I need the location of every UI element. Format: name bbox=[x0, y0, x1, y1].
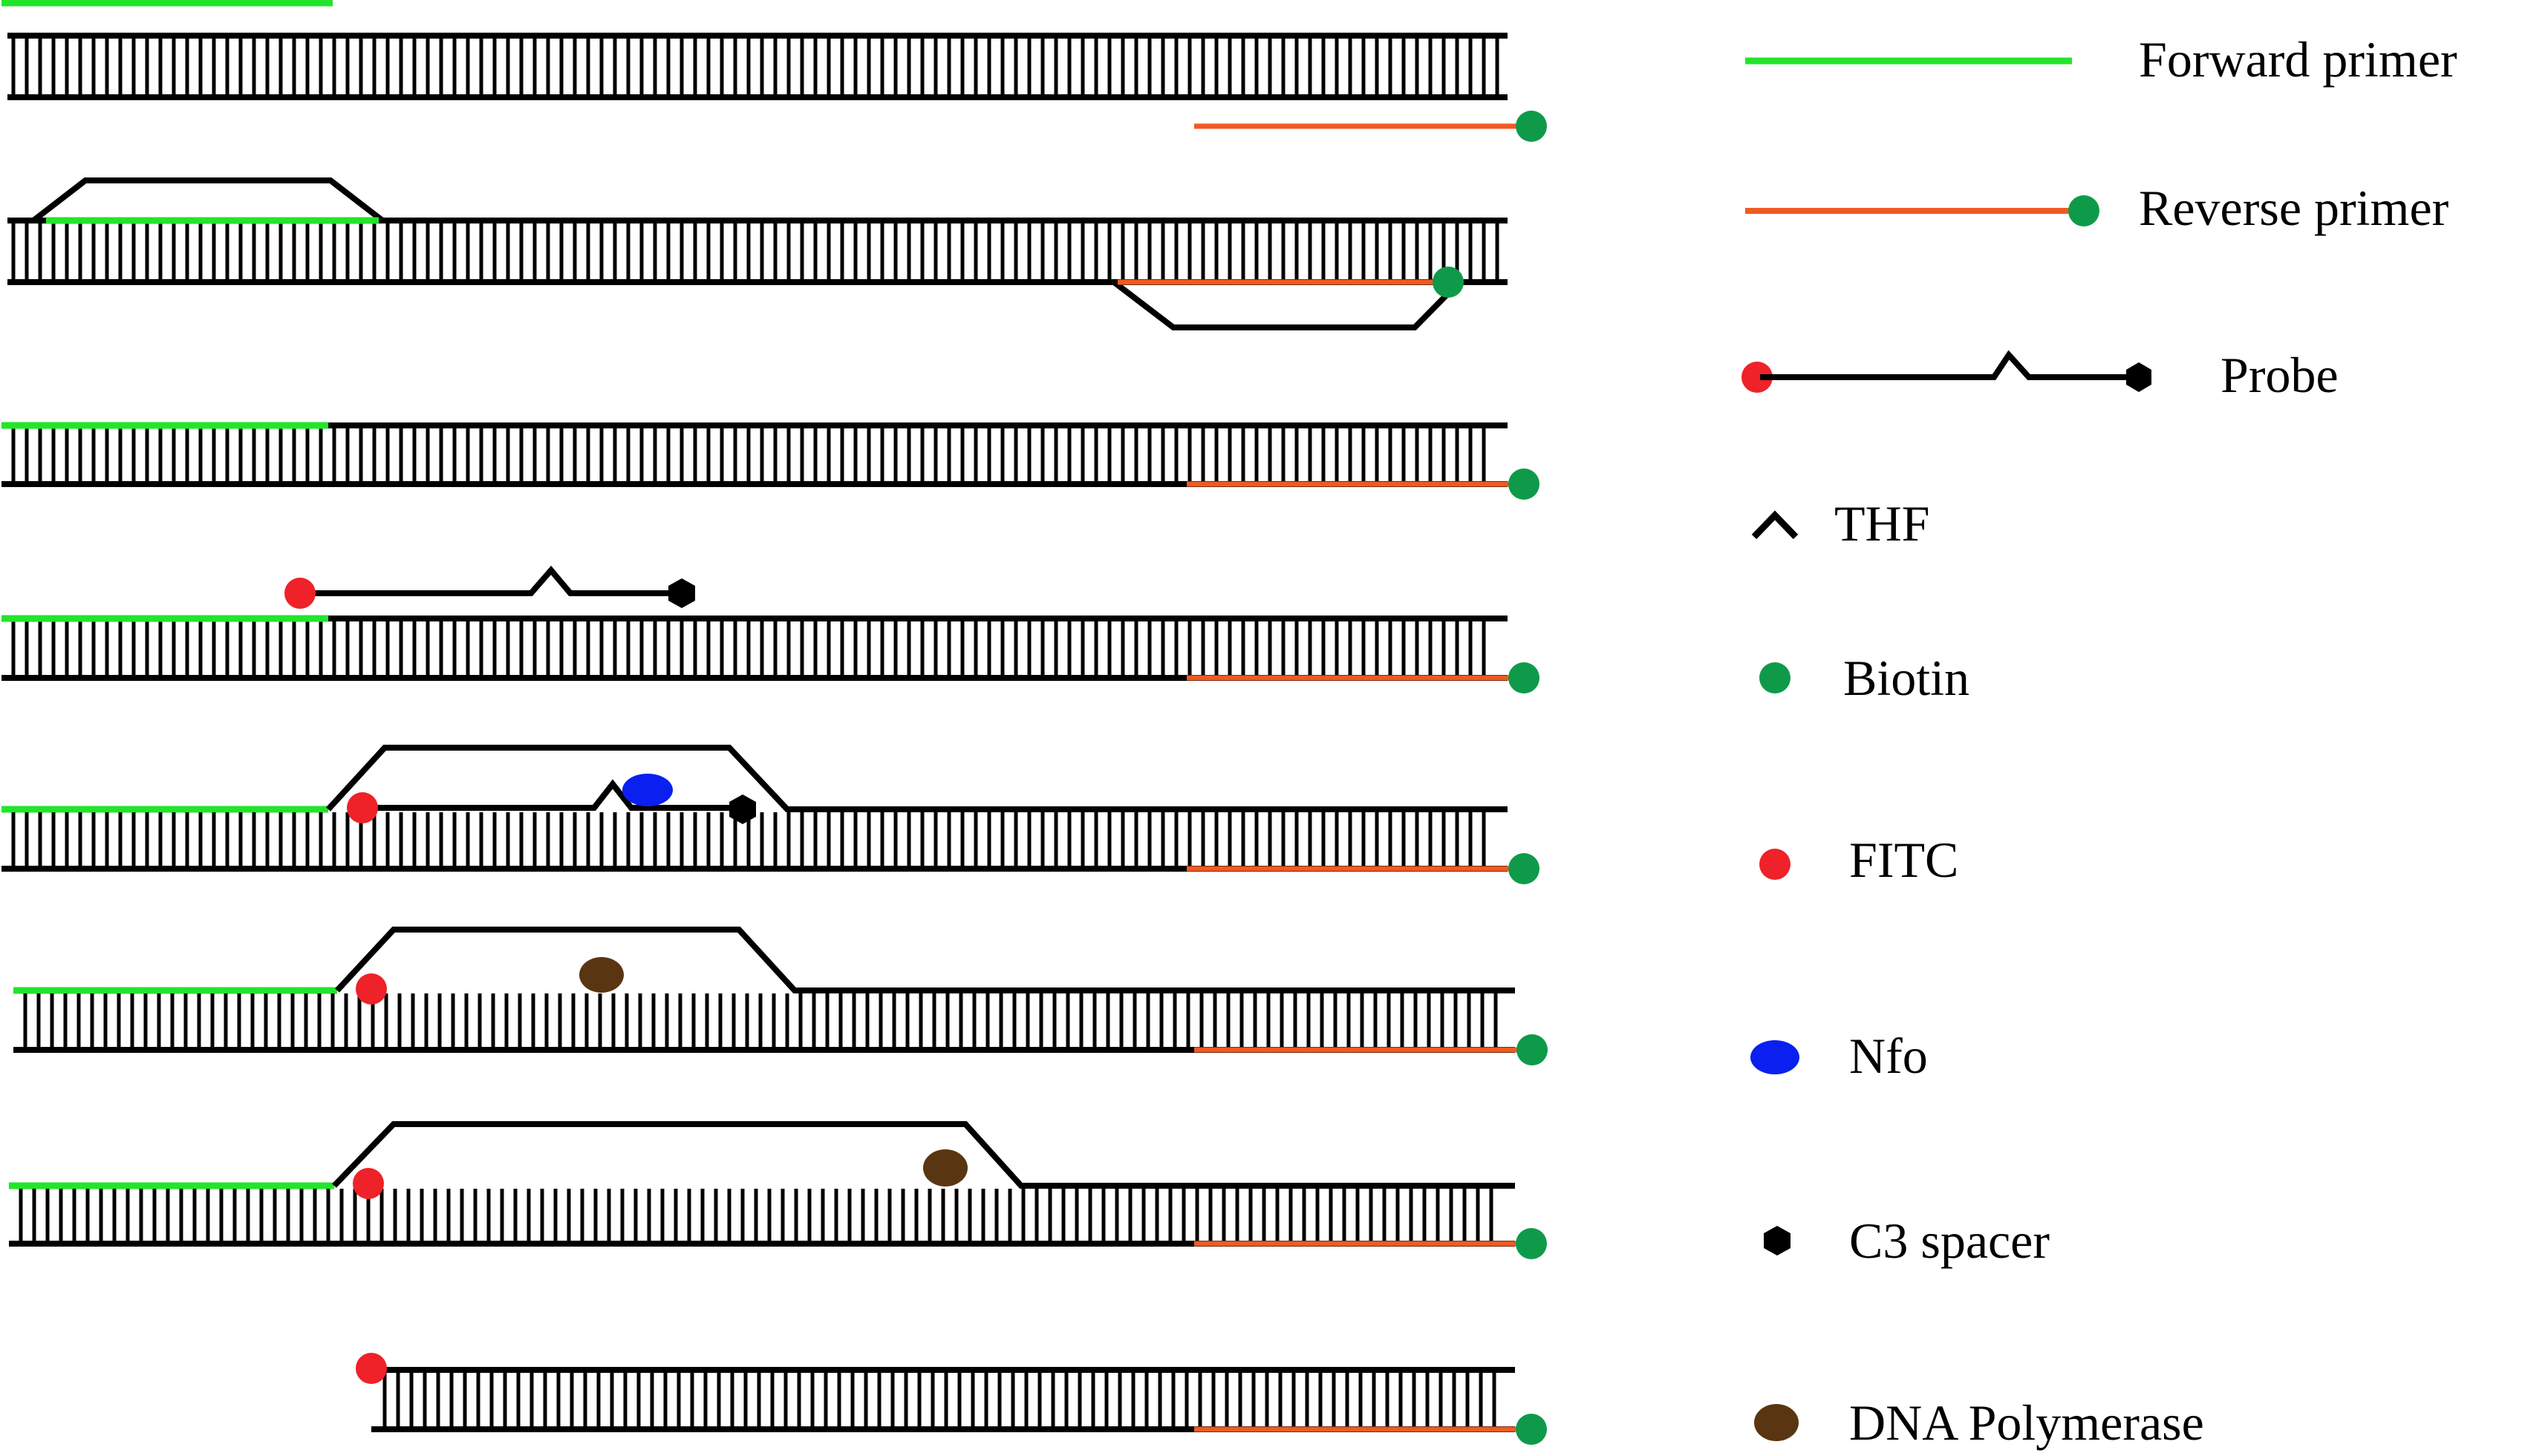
step6-top-strand bbox=[335, 927, 1515, 993]
step4-fitc bbox=[284, 578, 316, 609]
step4-biotin bbox=[1508, 662, 1539, 693]
step8-base-pairs bbox=[382, 1373, 1496, 1426]
legend-fitc-label: FITC bbox=[1849, 832, 1958, 888]
legend-probe-fitc-icon bbox=[1741, 362, 1773, 393]
legend-c3-spacer-label: C3 spacer bbox=[1849, 1212, 2050, 1269]
step3-base-pairs bbox=[11, 428, 1486, 481]
step5-top-strand bbox=[326, 745, 1508, 812]
step5-nfo-enzyme bbox=[622, 774, 673, 806]
step7-dna-polymerase bbox=[923, 1149, 968, 1186]
step5-biotin bbox=[1508, 853, 1539, 884]
step7-base-pairs bbox=[19, 1189, 1493, 1241]
step5-base-pairs bbox=[11, 812, 1486, 866]
diagram-steps bbox=[1, 0, 1548, 1445]
step7-top-strand bbox=[332, 1121, 1515, 1189]
step5-fitc bbox=[347, 792, 378, 823]
step3-biotin bbox=[1508, 469, 1539, 500]
step8-biotin bbox=[1516, 1414, 1547, 1445]
step6-base-pairs bbox=[23, 993, 1498, 1047]
step7-fitc bbox=[353, 1168, 384, 1199]
step4-base-pairs bbox=[11, 621, 1486, 675]
legend-thf-icon bbox=[1751, 510, 1799, 540]
step1-base-pairs bbox=[11, 39, 1499, 94]
step2-base-pairs bbox=[11, 223, 1499, 279]
legend-nfo-label: Nfo bbox=[1849, 1028, 1928, 1084]
legend-forward-primer-label: Forward primer bbox=[2139, 31, 2457, 88]
step1-biotin bbox=[1516, 111, 1547, 142]
step6-dna-polymerase bbox=[579, 957, 624, 993]
legend-reverse-primer-biotin-icon bbox=[2068, 195, 2099, 226]
legend-biotin-icon bbox=[1759, 662, 1791, 693]
step5-c3-spacer bbox=[729, 794, 756, 824]
step6-biotin bbox=[1516, 1034, 1548, 1065]
legend-dna-polymerase-icon bbox=[1754, 1404, 1799, 1441]
step2-bottom-bubble bbox=[1112, 279, 1462, 330]
step4-c3-spacer bbox=[668, 578, 695, 608]
step7-biotin bbox=[1516, 1228, 1547, 1259]
legend: Forward primer Reverse primer Probe THF … bbox=[1741, 31, 2457, 1451]
step4-probe-strand bbox=[300, 565, 682, 596]
legend-probe-label: Probe bbox=[2220, 347, 2339, 403]
step8-fitc bbox=[356, 1353, 387, 1384]
legend-reverse-primer-label: Reverse primer bbox=[2139, 180, 2449, 236]
step6-fitc bbox=[356, 973, 387, 1005]
legend-biotin-label: Biotin bbox=[1843, 650, 1969, 706]
legend-probe-line bbox=[1760, 350, 2139, 380]
legend-nfo-icon bbox=[1750, 1040, 1799, 1074]
step2-top-bubble bbox=[31, 177, 385, 223]
step2-biotin bbox=[1433, 267, 1464, 298]
legend-fitc-icon bbox=[1759, 849, 1791, 880]
legend-c3-spacer-icon bbox=[1764, 1226, 1791, 1256]
legend-dna-polymerase-label: DNA Polymerase bbox=[1849, 1394, 2204, 1451]
step5-probe-strand bbox=[362, 779, 743, 811]
legend-probe-c3-spacer-icon bbox=[2126, 362, 2151, 392]
legend-thf-label: THF bbox=[1834, 495, 1929, 552]
